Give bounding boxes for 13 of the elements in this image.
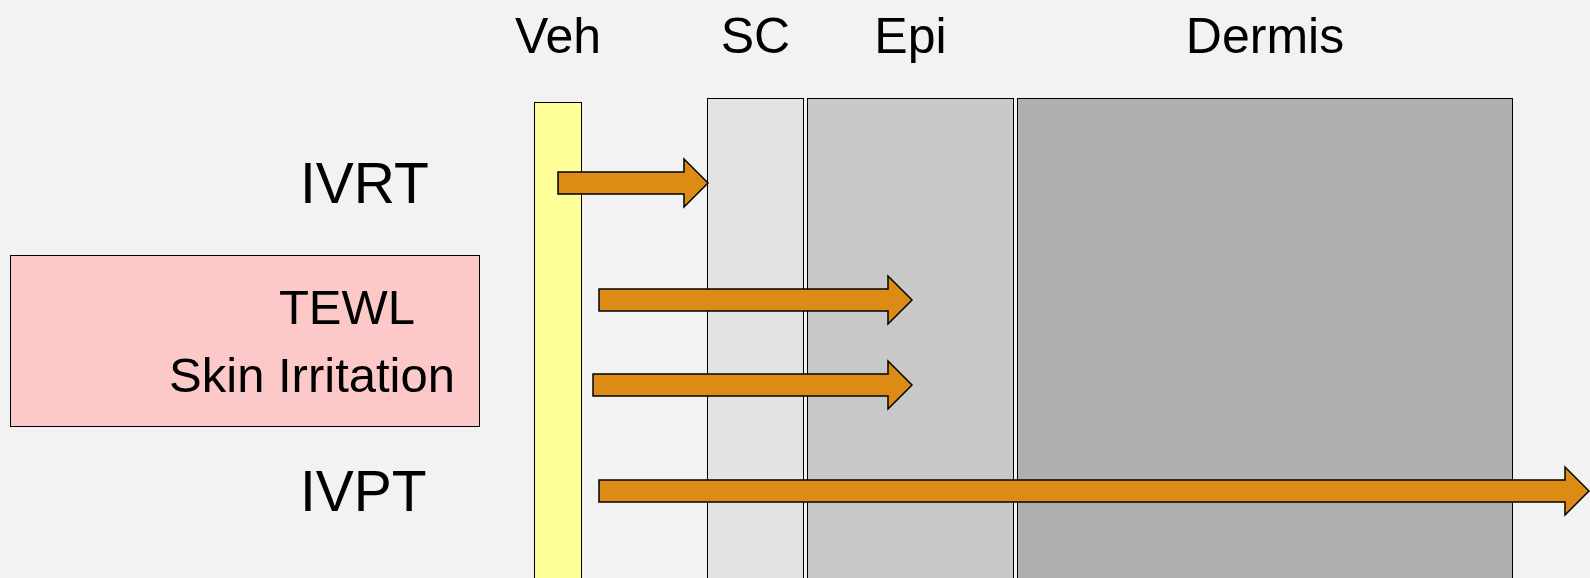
- effect-box: [10, 255, 480, 427]
- block-arrow: [598, 274, 914, 326]
- block-arrow: [557, 157, 710, 209]
- layer-heading: Dermis: [1185, 8, 1345, 64]
- layer-heading: Veh: [514, 8, 602, 64]
- row-label: IVRT: [300, 150, 429, 217]
- block-arrow: [598, 465, 1590, 517]
- row-label: IVPT: [300, 458, 427, 525]
- block-arrow: [592, 359, 914, 411]
- layer-heading: SC: [720, 8, 791, 64]
- layer-heading: Epi: [874, 8, 947, 64]
- effect-text: TEWL: [278, 279, 416, 336]
- effect-text: Skin Irritation: [169, 347, 455, 404]
